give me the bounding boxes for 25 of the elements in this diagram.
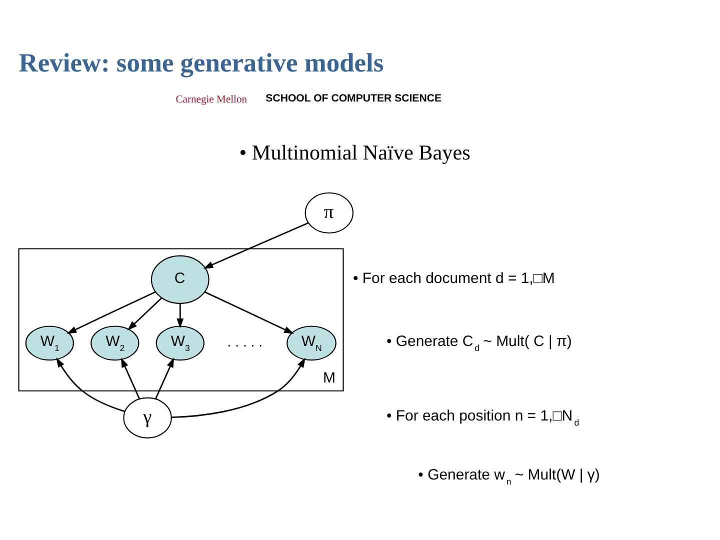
label: • Generate C$_{d}$ ~ Mult( C | π) bbox=[386, 332, 572, 353]
arrow bbox=[120, 358, 140, 400]
node-ellipse: W$_{N}$ bbox=[286, 326, 336, 361]
node-ellipse: W$_{1}$ bbox=[25, 326, 74, 361]
arrow bbox=[203, 222, 309, 269]
diagram-title: Review: some generative models bbox=[18, 47, 384, 78]
arrow bbox=[204, 291, 294, 334]
node-ellipse: W$_{2}$ bbox=[90, 326, 140, 361]
node-ellipse: W$_{3}$ bbox=[156, 326, 204, 361]
label: • Generate w$_{n}$ ~ Mult(W | γ) bbox=[418, 466, 600, 486]
label: • Multinomial Naïve Bayes bbox=[239, 140, 470, 165]
node-ellipse: π bbox=[304, 192, 354, 234]
node-ellipse: γ bbox=[123, 397, 172, 438]
label: • For each position n = 1,□N$_{d}$ bbox=[386, 408, 580, 428]
label: • For each document d = 1,□M bbox=[352, 270, 555, 288]
node-ellipse: C bbox=[150, 255, 210, 304]
label: . . . . . bbox=[227, 334, 263, 350]
arrow bbox=[176, 304, 184, 328]
label: SCHOOL OF COMPUTER SCIENCE bbox=[266, 92, 442, 104]
arrow bbox=[66, 291, 156, 334]
arrow bbox=[154, 358, 174, 400]
arrow bbox=[171, 358, 306, 418]
arrow bbox=[127, 298, 162, 330]
label: Carnegie Mellon bbox=[176, 94, 248, 106]
arrow bbox=[56, 357, 125, 412]
